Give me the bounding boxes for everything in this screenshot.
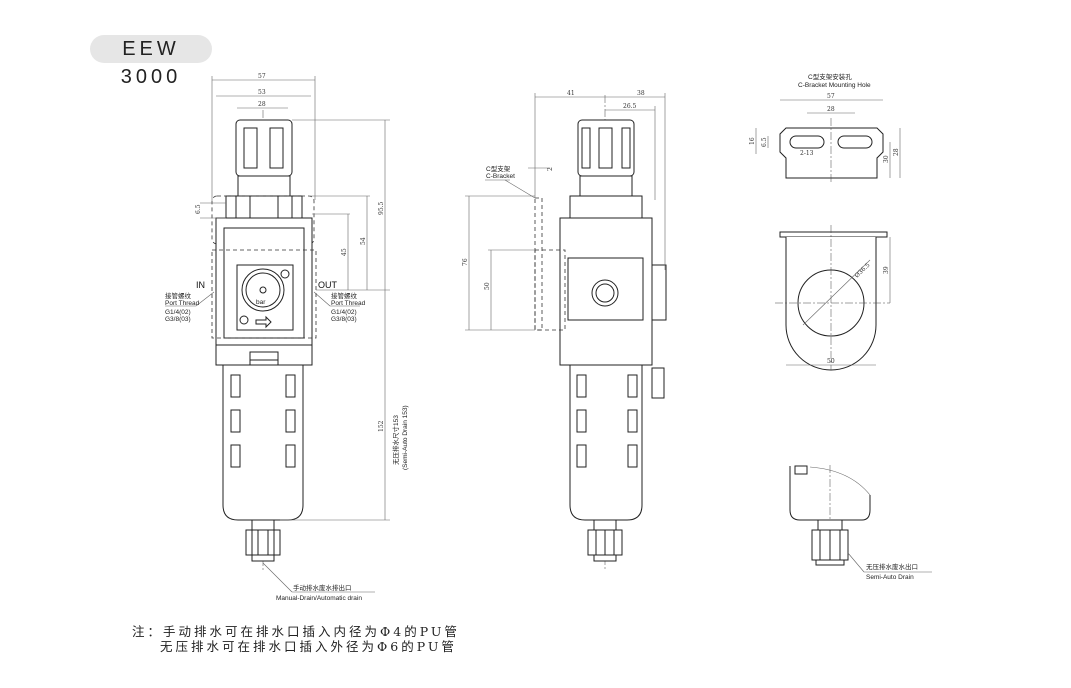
port-thread-right-g1: G1/4(02) xyxy=(331,309,357,316)
dim-2: 2 xyxy=(547,167,554,171)
port-thread-left-g1: G1/4(02) xyxy=(165,309,191,316)
semi-auto-drain-en: Semi-Auto Drain xyxy=(866,574,914,581)
port-thread-right-en: Port Thread xyxy=(331,300,366,307)
model-title: EEW 3000 xyxy=(90,35,212,88)
bracket-dim-6-5: 6.5 xyxy=(761,137,768,147)
bracket-view: C型支架安装孔 C-Bracket Mounting Hole 57 28 16… xyxy=(749,72,901,371)
bracket-dim-16: 16 xyxy=(749,137,756,145)
out-label: OUT xyxy=(318,280,338,290)
c-bracket-en: C-Bracket xyxy=(486,173,515,180)
bracket-dim-slot: 2-13 xyxy=(800,150,814,157)
port-thread-left-g2: G3/8(03) xyxy=(165,316,191,323)
bracket-dim-50: 50 xyxy=(827,358,835,365)
dim-76: 76 xyxy=(462,258,469,266)
note-line-2: 无压排水可在排水口插入外径为Φ6的PU管 xyxy=(160,639,457,654)
bracket-mount-cn: C型支架安装孔 xyxy=(808,72,852,81)
dim-41: 41 xyxy=(567,90,575,97)
semi-auto-dim-cn: 无压排水尺寸153 xyxy=(391,415,400,465)
bracket-dim-39: 39 xyxy=(883,266,890,274)
semi-auto-drain-cn: 无压排水废水出口 xyxy=(866,562,918,571)
dim-95-5: 95.5 xyxy=(378,201,385,215)
bracket-dim-57: 57 xyxy=(827,93,835,100)
dim-26-5: 26.5 xyxy=(623,103,637,110)
semi-auto-drain-view: 无压排水废水出口 Semi-Auto Drain xyxy=(789,465,932,581)
side-view: 41 38 26.5 2 C型支架 C-Bracket 76 50 xyxy=(462,90,667,570)
port-thread-left-cn: 接管螺纹 xyxy=(165,291,192,300)
dim-54: 54 xyxy=(360,237,367,245)
gauge-unit: bar xyxy=(256,299,266,306)
dim-45: 45 xyxy=(341,248,348,256)
dim-28: 28 xyxy=(258,101,266,108)
drain-label-cn: 手动排水废水排出口 xyxy=(293,583,352,592)
dim-57: 57 xyxy=(258,73,266,80)
port-thread-right-cn: 接管螺纹 xyxy=(331,291,358,300)
c-bracket-cn: C型支架 xyxy=(486,164,511,173)
front-view: bar 57 53 28 95.5 54 45 6.5 152 无压排水尺寸15… xyxy=(165,73,409,602)
in-label: IN xyxy=(196,280,205,290)
dim-50: 50 xyxy=(484,282,491,290)
dim-53: 53 xyxy=(258,89,266,96)
port-thread-right-g2: G3/8(03) xyxy=(331,316,357,323)
dim-152: 152 xyxy=(378,420,385,432)
bracket-dim-28: 28 xyxy=(827,106,835,113)
bracket-dim-28-h: 28 xyxy=(893,148,900,156)
dim-38: 38 xyxy=(637,90,645,97)
bracket-mount-en: C-Bracket Mounting Hole xyxy=(798,82,871,89)
note-line-1: 注：手动排水可在排水口插入内径为Φ4的PU管 xyxy=(132,624,460,639)
drain-label-en: Manual-Drain/Automatic drain xyxy=(276,595,362,602)
dim-6-5: 6.5 xyxy=(195,204,202,214)
bracket-dim-30: 30 xyxy=(883,155,890,163)
port-thread-left-en: Port Thread xyxy=(165,300,200,307)
semi-auto-dim-en: (Semi-Auto Drain 153) xyxy=(402,405,409,470)
